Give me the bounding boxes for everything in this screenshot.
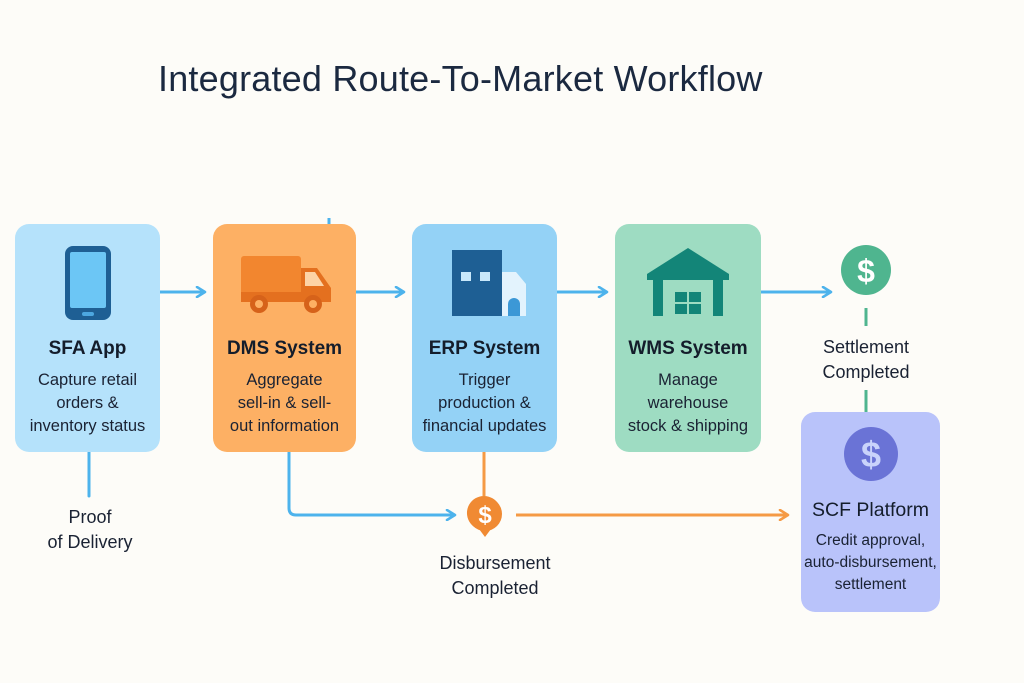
desc-line: auto-disbursement, [804,554,937,571]
node-name: WMS System [628,338,748,359]
node-description: Aggregate sell-in & sell- out informatio… [219,369,350,438]
desc-line: Capture retail [37,371,138,389]
svg-text:$: $ [478,502,492,529]
desc-line: Credit approval, [815,532,926,549]
event-settlement-completed: Settlement Completed [796,335,936,385]
svg-text:$: $ [861,434,881,475]
node-description: Trigger production & financial updates [418,369,551,438]
building-icon [452,250,526,316]
desc-line: production & [438,394,531,412]
label-line: Completed [822,362,910,382]
desc-line: Aggregate [246,371,323,389]
desc-line: out information [229,417,340,435]
node-wms-system[interactable]: WMS System Manage warehouse stock & ship… [615,224,761,452]
dollar-icon: $ [844,427,898,481]
node-erp-system[interactable]: ERP System Trigger production & financia… [412,224,557,452]
desc-line: Trigger [458,371,511,389]
event-proof-of-delivery: Proof of Delivery [20,505,160,555]
desc-line: settlement [834,576,907,593]
event-disbursement-completed: Disbursement Completed [420,551,570,601]
label-line: Proof [68,507,112,527]
desc-line: Manage [658,371,718,389]
desc-line: sell-in & sell- [237,394,332,412]
node-description: Manage warehouse stock & shipping [621,369,755,438]
desc-line: inventory status [29,417,146,435]
node-sfa-app[interactable]: SFA App Capture retail orders & inventor… [15,224,160,452]
desc-line: warehouse [647,394,729,412]
disbursement-dollar-icon: $ [466,496,502,537]
truck-icon [241,256,331,313]
warehouse-icon [647,248,729,316]
label-line: of Delivery [47,532,133,552]
desc-line: stock & shipping [627,417,749,435]
diagram-title: Integrated Route-To-Market Workflow [158,58,763,99]
smartphone-icon [65,246,111,320]
desc-line: orders & [56,394,119,412]
node-dms-system[interactable]: DMS System Aggregate sell-in & sell- out… [213,224,356,452]
node-description: Capture retail orders & inventory status [21,369,154,438]
label-line: Disbursement [439,553,551,573]
label-line: Settlement [822,337,910,357]
node-scf-platform[interactable]: $ SCF Platform Credit approval, auto-dis… [801,412,940,612]
settlement-dollar-icon: $ [841,245,891,295]
node-name: SCF Platform [811,499,930,521]
edge-dms-disbursement [287,452,455,515]
node-description: Credit approval, auto-disbursement, sett… [801,530,940,596]
label-line: Completed [451,578,539,598]
node-name: SFA App [48,338,127,359]
desc-line: financial updates [422,417,547,435]
node-name: DMS System [226,338,343,359]
node-name: ERP System [428,338,541,359]
svg-text:$: $ [857,253,875,289]
